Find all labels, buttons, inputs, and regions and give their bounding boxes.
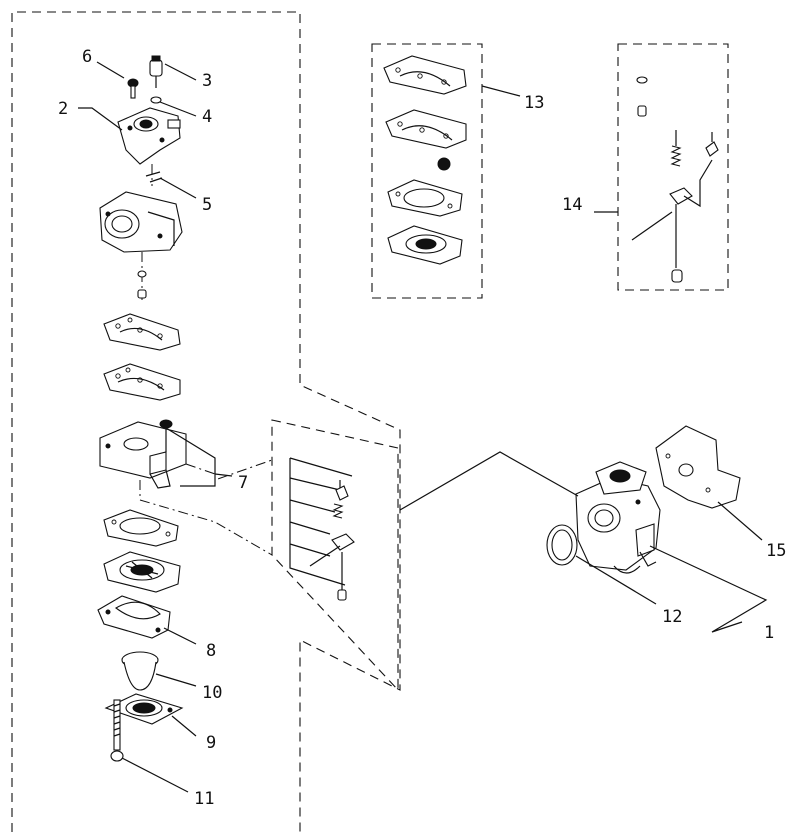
kit14-screw-bottom [671, 269, 683, 283]
assembly-link-line [399, 451, 579, 511]
leader-5 [159, 177, 197, 199]
o-ring-part-12 [546, 524, 578, 566]
washer-small [137, 270, 147, 278]
metering-gasket [103, 509, 179, 547]
clip-part-5 [145, 171, 163, 183]
lever-group-frame [289, 457, 353, 586]
leader-13 [481, 85, 521, 97]
long-screw-part-11 [110, 699, 124, 762]
kit13-gasket-a [383, 55, 467, 95]
fitting-part-3 [149, 55, 163, 88]
kit14-washer [636, 76, 648, 84]
leader-12 [575, 555, 657, 605]
leader-7b [214, 473, 233, 477]
callout-4: 4 [202, 107, 212, 127]
lever-group-pin [309, 545, 341, 567]
callout-12: 12 [662, 607, 682, 627]
connector-line [139, 480, 273, 556]
lever-group-lever [331, 533, 355, 551]
callout-9: 9 [206, 733, 216, 753]
leader-3 [164, 63, 197, 81]
callout-8: 8 [206, 641, 216, 661]
lever-group-screw [337, 589, 347, 601]
repair-kit-boundary [617, 43, 729, 291]
kit13-gasket-c [387, 179, 463, 217]
callout-14: 14 [562, 195, 582, 215]
callout-6: 6 [82, 47, 92, 67]
leader-9 [171, 715, 197, 737]
kit13-gasket-b [385, 109, 467, 149]
leader-1 [649, 545, 768, 633]
kit14-lever [669, 159, 713, 208]
leader-8 [163, 627, 197, 645]
kit13-diaphragm [387, 225, 463, 265]
callout-3: 3 [202, 71, 212, 91]
connector-line [185, 459, 273, 481]
insulator-part-15 [655, 425, 741, 509]
metering-cover-part-8 [97, 595, 171, 639]
leader-2 [78, 107, 123, 131]
screw-small [137, 289, 147, 299]
kit14-spring [670, 130, 682, 167]
callout-7: 7 [238, 473, 248, 493]
callout-2: 2 [58, 99, 68, 119]
kit14-needle [705, 132, 719, 157]
leader-7 [165, 427, 216, 487]
kit14-screw-top [637, 105, 647, 117]
callout-11: 11 [194, 789, 214, 809]
leader-6 [96, 61, 125, 79]
bulb-retainer-part-9 [104, 693, 184, 725]
callout-1: 1 [764, 623, 774, 643]
metering-body [99, 419, 187, 489]
lever-group-boundary [271, 419, 399, 692]
callout-15: 15 [766, 541, 786, 561]
pump-cover-part-2 [117, 107, 181, 165]
pump-diaphragm [103, 363, 181, 401]
callout-5: 5 [202, 195, 212, 215]
leader-11 [121, 757, 189, 793]
pump-gasket [103, 313, 181, 351]
leader-15 [717, 501, 763, 541]
kit13-screen [437, 157, 451, 171]
gasket-kit-boundary [371, 43, 483, 299]
metering-diaphragm [103, 551, 181, 593]
kit14-pin [631, 211, 673, 241]
callout-10: 10 [202, 683, 222, 703]
screw-part-6 [127, 78, 139, 99]
leader-4 [159, 101, 197, 117]
assembled-carburetor [575, 461, 661, 574]
callout-13: 13 [524, 93, 544, 113]
main-group-boundary [11, 11, 401, 832]
lever-group-spring [332, 503, 344, 519]
lever-group-needle [335, 480, 349, 501]
filter-screen [159, 419, 173, 429]
primer-bulb-part-10 [121, 651, 159, 691]
washer-part-4 [150, 96, 162, 104]
carburetor-body [99, 191, 183, 253]
leader-10 [155, 673, 197, 687]
